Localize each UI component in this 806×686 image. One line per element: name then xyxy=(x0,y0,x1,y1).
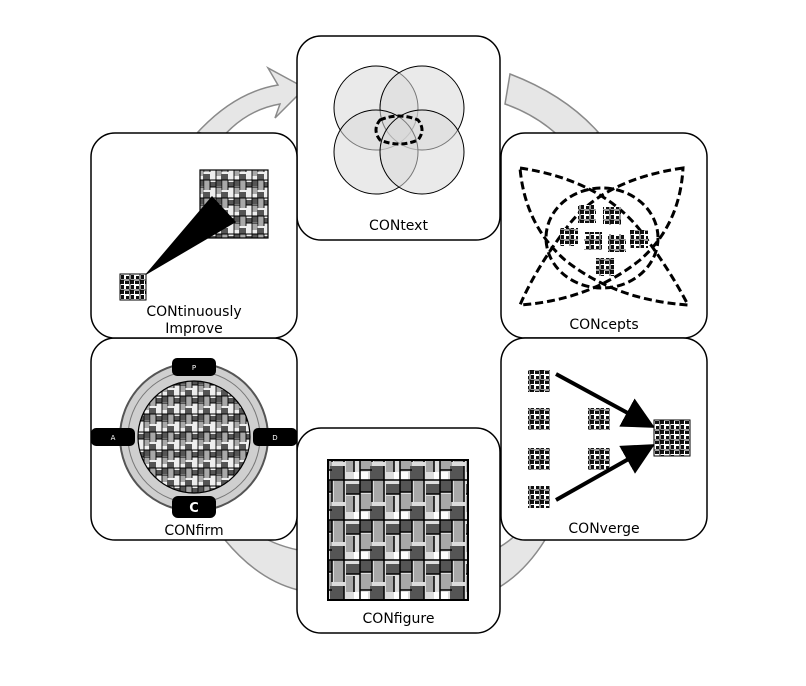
converge-target-tile xyxy=(653,419,691,457)
stage-label-continuously-line2: Improve xyxy=(165,321,223,337)
confirm-maze-icon xyxy=(137,380,251,494)
stage-converge: CONverge xyxy=(500,337,708,541)
pdca-marker-p xyxy=(172,358,216,376)
stage-label-concepts: CONcepts xyxy=(569,317,638,333)
stage-continuously-improve: CONtinuously Improve xyxy=(90,132,298,339)
converge-arrow-bottom xyxy=(555,444,655,502)
improve-small-maze-icon xyxy=(119,273,147,301)
pdca-marker-d-label: D xyxy=(272,434,277,442)
pdca-marker-a xyxy=(91,428,135,446)
concept-petal-left xyxy=(518,166,691,307)
configure-maze-icon xyxy=(327,459,469,601)
stage-context: CONtext xyxy=(296,35,501,241)
venn-icon xyxy=(333,65,465,195)
stage-label-converge: CONverge xyxy=(568,521,639,537)
cycle-arrow-head-top-left xyxy=(196,66,307,141)
stage-concepts: CONcepts xyxy=(500,132,708,339)
stage-configure: CONfigure xyxy=(296,427,501,634)
concept-tiles xyxy=(560,205,648,276)
stage-confirm: P A D C CONfirm xyxy=(90,337,298,541)
stage-label-confirm: CONfirm xyxy=(164,523,223,539)
stage-label-configure: CONfigure xyxy=(363,611,435,627)
cycle-arrow xyxy=(196,66,600,591)
converge-arrow-top xyxy=(555,372,656,428)
concept-ellipse xyxy=(544,186,660,290)
pdca-marker-a-label: A xyxy=(111,434,116,442)
concept-petal-right xyxy=(517,166,685,307)
stage-box xyxy=(500,337,708,541)
stage-box xyxy=(500,132,708,339)
pdca-marker-c xyxy=(172,496,216,518)
pdca-marker-p-label: P xyxy=(192,364,196,372)
converge-source-tiles xyxy=(528,370,610,508)
pdca-marker-d xyxy=(253,428,297,446)
stage-label-continuously-line1: CONtinuously xyxy=(146,304,241,320)
stage-label-context: CONtext xyxy=(369,218,428,234)
pdca-marker-c-label: C xyxy=(189,501,199,516)
venn-overlap-dashed xyxy=(374,114,424,146)
improve-zoom-beam xyxy=(144,196,236,276)
